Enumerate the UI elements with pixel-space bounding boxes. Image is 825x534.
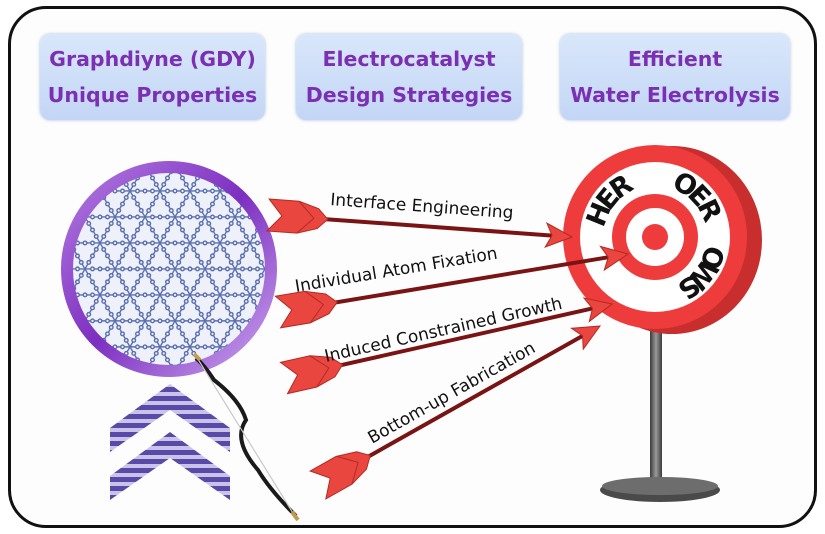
target-pole: [650, 320, 662, 490]
arrow: [274, 245, 630, 329]
gdy-ring: [61, 161, 277, 377]
header-water-line1: Efficient: [627, 47, 723, 71]
arrow: [308, 325, 602, 500]
header-gdy-properties: Graphdiyne (GDY) Unique Properties: [40, 34, 265, 120]
header-water-electrolysis: Efficient Water Electrolysis: [560, 34, 790, 120]
header-water-line2: Water Electrolysis: [570, 83, 780, 107]
arrow-fletching: [308, 451, 371, 500]
arrow-fletching: [279, 355, 344, 395]
arrow-head: [569, 325, 602, 351]
header-gdy-line2: Unique Properties: [47, 83, 258, 107]
header-design-line1: Electrocatalyst: [322, 47, 496, 71]
arrow: [279, 297, 614, 395]
arrow-fletching: [265, 198, 329, 234]
arrow-label: Individual Atom Fixation: [294, 244, 499, 297]
bow-icon: [192, 352, 300, 522]
target-bullseye: [642, 224, 668, 250]
arrow-fletching: [274, 290, 338, 329]
arrow-label: Interface Engineering: [330, 190, 514, 223]
chevron-stack-icon: [110, 384, 230, 500]
arrow-head: [544, 222, 574, 249]
header-design-strategies: Electrocatalyst Design Strategies: [296, 34, 522, 120]
header-design-line2: Design Strategies: [305, 83, 513, 107]
arrow: [265, 198, 574, 249]
arrow-head: [582, 297, 614, 323]
arrow-head: [599, 245, 630, 272]
header-gdy-line1: Graphdiyne (GDY): [49, 47, 256, 71]
